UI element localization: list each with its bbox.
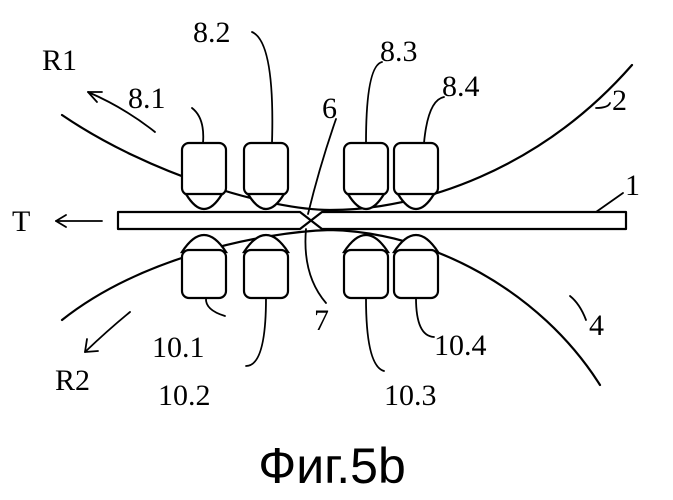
roller-8-2	[244, 143, 288, 209]
strip-1	[118, 212, 626, 229]
roller-10-1	[182, 235, 226, 298]
roller-8-4	[394, 143, 438, 209]
label-10-1: 10.1	[152, 331, 205, 364]
label-r2: R2	[55, 364, 90, 397]
label-8-3: 8.3	[380, 35, 418, 68]
label-t: T	[12, 205, 30, 238]
figure-caption: Фиг.5b	[258, 438, 406, 494]
lower-curve-4	[62, 230, 600, 385]
roller-8-3	[344, 143, 388, 209]
label-8-4: 8.4	[442, 70, 480, 103]
label-4: 4	[589, 309, 604, 342]
label-8-2: 8.2	[193, 16, 231, 49]
roller-10-2	[244, 235, 288, 298]
label-r1: R1	[42, 44, 77, 77]
label-6: 6	[322, 92, 337, 125]
label-10-2: 10.2	[158, 379, 211, 412]
label-7: 7	[314, 304, 329, 337]
lower-rollers	[182, 235, 438, 298]
roller-10-3	[344, 235, 388, 298]
roller-10-4	[394, 235, 438, 298]
upper-rollers	[182, 143, 438, 209]
arrow-r2	[85, 312, 130, 352]
label-10-4: 10.4	[434, 329, 487, 362]
label-2: 2	[612, 84, 627, 117]
arrow-t	[56, 215, 102, 227]
label-8-1: 8.1	[128, 82, 166, 115]
label-1: 1	[625, 169, 640, 202]
roller-8-1	[182, 143, 226, 209]
label-10-3: 10.3	[384, 379, 437, 412]
